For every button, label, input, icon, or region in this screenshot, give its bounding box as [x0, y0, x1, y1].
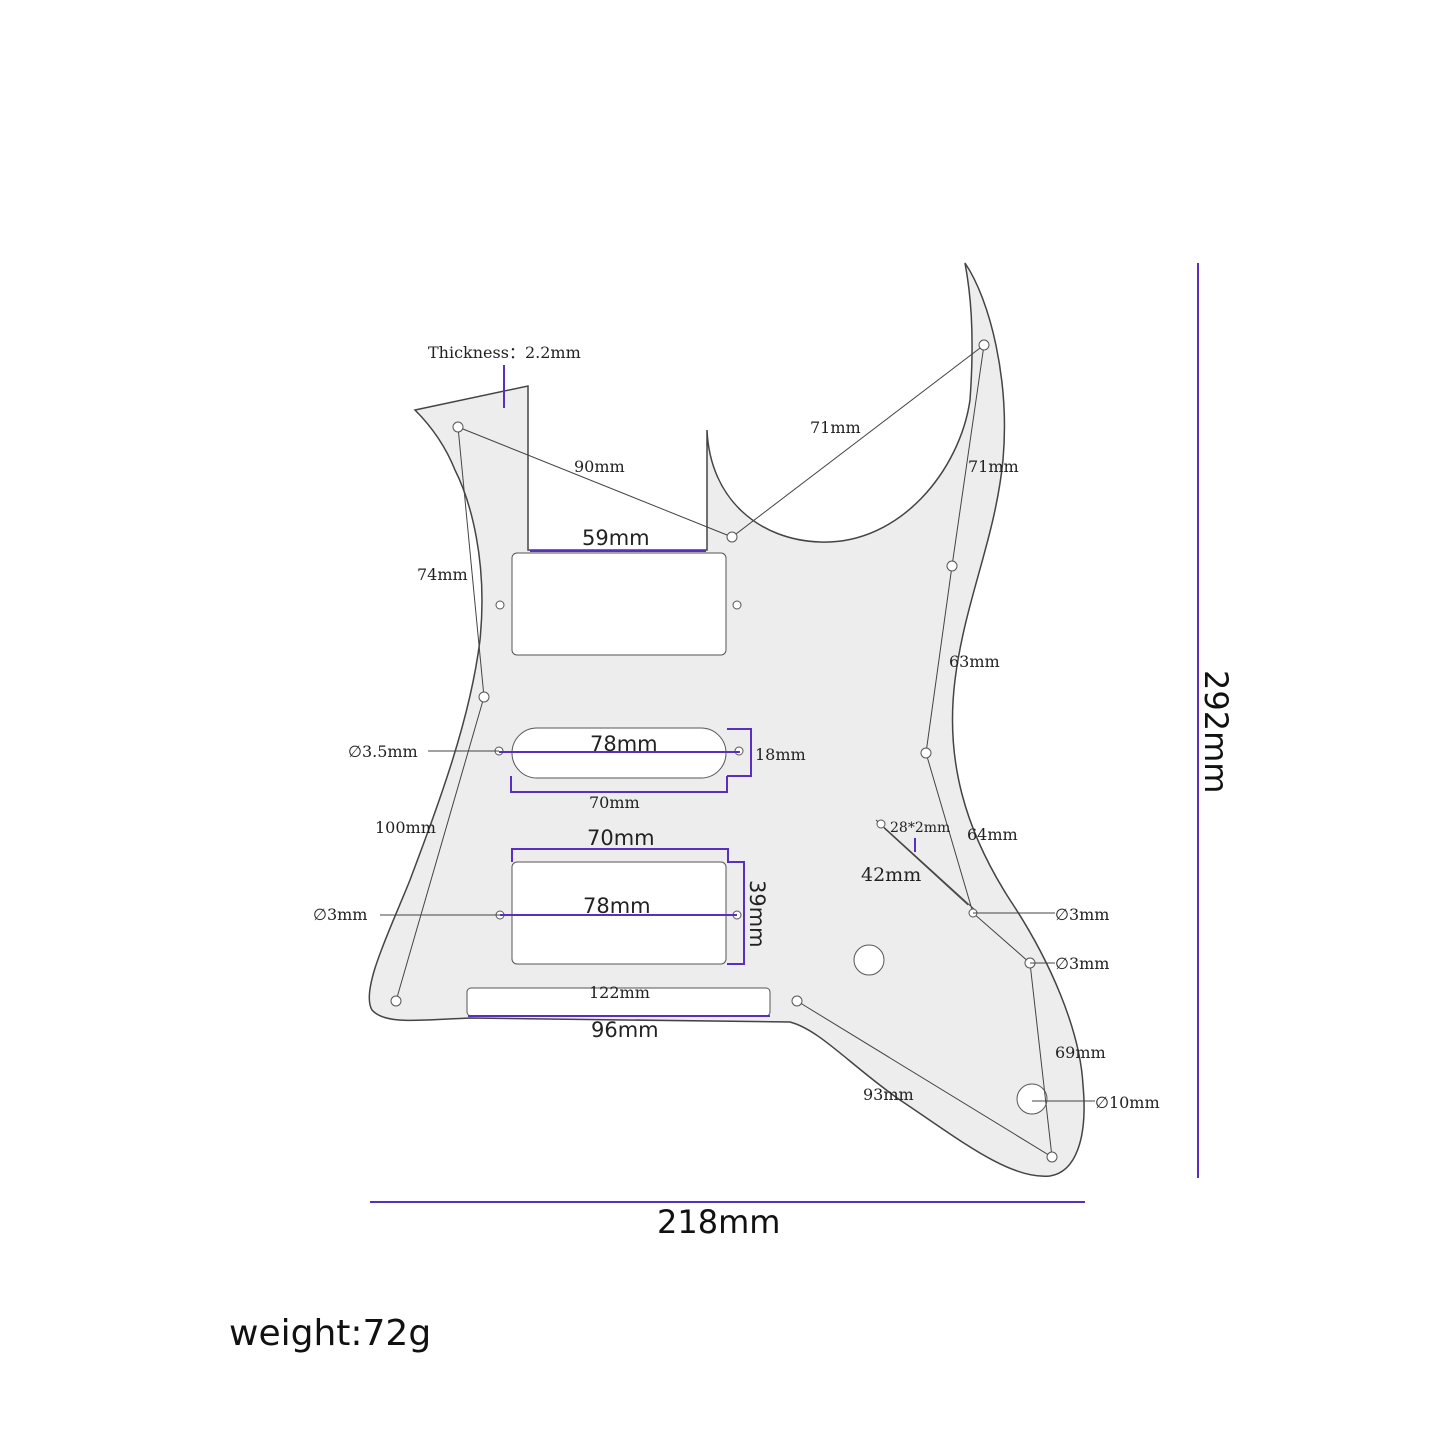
- jack-hole: [1016, 1083, 1048, 1115]
- dim-71mm-a: 71mm: [810, 418, 861, 437]
- dim-122mm: 122mm: [589, 983, 650, 1002]
- thickness-label: Thickness：2.2mm: [428, 343, 581, 362]
- bridge-pickup-route: [511, 861, 727, 965]
- dim-69mm: 69mm: [1055, 1043, 1106, 1062]
- dia-3mm-right-a: ∅3mm: [1055, 905, 1109, 924]
- dim-63mm: 63mm: [949, 652, 1000, 671]
- dim-78mm-b: 78mm: [583, 894, 651, 918]
- dim-71mm-b: 71mm: [968, 457, 1019, 476]
- dim-64mm: 64mm: [967, 825, 1018, 844]
- overall-height: 292mm: [1197, 670, 1235, 793]
- overall-width: 218mm: [657, 1203, 780, 1241]
- dimension-lines: [370, 263, 1199, 1203]
- dia-3-5mm: ∅3.5mm: [348, 742, 418, 761]
- dim-96mm: 96mm: [591, 1018, 659, 1042]
- dim-18mm: 18mm: [755, 745, 806, 764]
- dim-70mm-b: 70mm: [587, 826, 655, 850]
- dim-28x2mm: 28*2mm: [890, 820, 950, 836]
- dim-93mm: 93mm: [863, 1085, 914, 1104]
- dia-3mm-right-b: ∅3mm: [1055, 954, 1109, 973]
- neck-pickup-route: [511, 552, 727, 656]
- switch-slot: [875, 819, 976, 911]
- pot-hole: [853, 944, 885, 976]
- dim-39mm: 39mm: [745, 880, 769, 948]
- pickguard-outline: [368, 262, 1085, 1177]
- dim-78mm-a: 78mm: [590, 732, 658, 756]
- weight-label: weight:72g: [229, 1313, 431, 1354]
- dim-100mm: 100mm: [375, 818, 436, 837]
- dim-59mm: 59mm: [582, 526, 650, 550]
- dim-70mm-a: 70mm: [589, 793, 640, 812]
- dia-3mm-left: ∅3mm: [313, 905, 367, 924]
- dim-74mm: 74mm: [417, 565, 468, 584]
- screw-holes: [390, 339, 1058, 1163]
- dim-42mm: 42mm: [861, 864, 921, 886]
- dim-90mm: 90mm: [574, 457, 625, 476]
- dia-10mm: ∅10mm: [1095, 1093, 1160, 1112]
